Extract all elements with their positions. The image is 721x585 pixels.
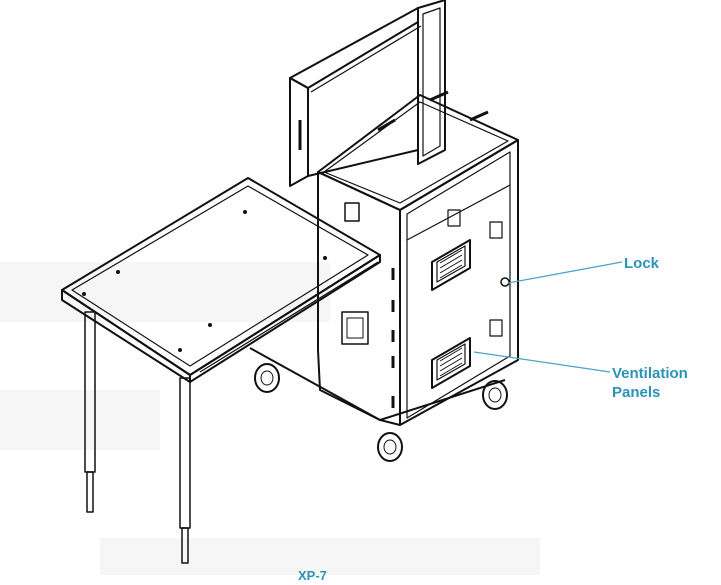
upper-ventilation-panel — [431, 239, 471, 291]
lock-leader-line — [507, 261, 623, 284]
ventilation-leader-line — [473, 351, 611, 373]
raised-lid — [289, 0, 446, 187]
table-legs — [84, 311, 191, 564]
casters — [254, 363, 508, 462]
case-front — [391, 139, 519, 426]
case-base-frame — [249, 347, 506, 421]
callout-leaders — [473, 261, 623, 373]
background-watermark — [0, 262, 540, 575]
ventilation-callout-line2: Panels — [612, 384, 661, 401]
ventilation-callout-label: Ventilation Panels — [612, 364, 688, 402]
case-left-side — [317, 171, 401, 426]
lower-ventilation-panel — [431, 337, 471, 389]
lock-callout-label: Lock — [624, 255, 660, 272]
ventilation-callout-line1: Ventilation — [612, 365, 688, 382]
footer-model-fragment: XP-7 — [298, 568, 327, 583]
